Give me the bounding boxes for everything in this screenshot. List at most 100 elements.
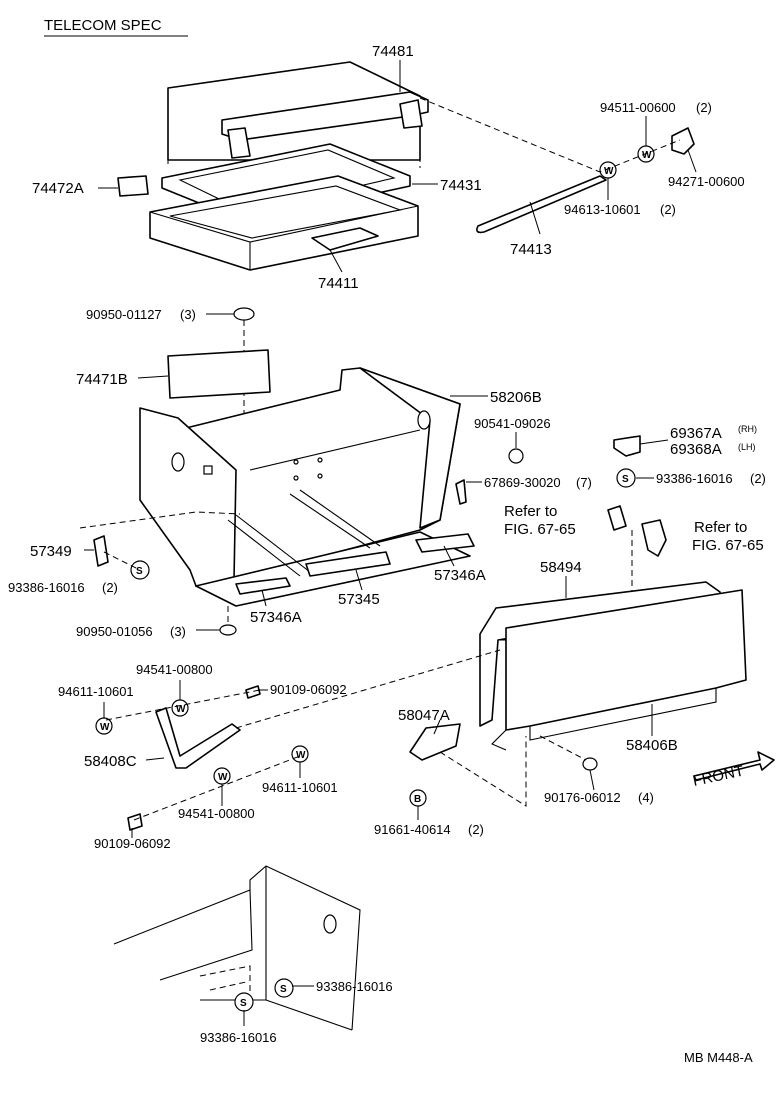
washer-symbol: W [296, 750, 306, 761]
leader-57346A-right [443, 545, 455, 567]
label-74472A: 74472A [32, 180, 84, 197]
leader-94271 [687, 149, 697, 173]
tray-74411 [149, 175, 419, 271]
front-arrow [693, 751, 775, 781]
label-94613-qty: (2) [660, 202, 676, 217]
bracket-69367A [613, 435, 641, 457]
leader-74471B [137, 375, 169, 379]
screw-symbol: S [622, 474, 629, 485]
label-67869: 67869-30020 [484, 475, 561, 490]
label-58206B: 58206B [490, 389, 542, 406]
label-93386b-qty: (2) [102, 580, 118, 595]
bolt-90109-a [245, 685, 261, 699]
label-90541: 90541-09026 [474, 416, 551, 431]
label-94511-qty: (2) [696, 100, 712, 115]
plate-57346A-left [235, 577, 291, 595]
label-74431: 74431 [440, 177, 482, 194]
leader-74413 [529, 201, 541, 235]
screw-93386-a [616, 468, 636, 488]
label-94541b: 94541-00800 [178, 806, 255, 821]
label-69367A-side: (RH) [738, 424, 757, 434]
dash-57349 [103, 551, 141, 571]
label-69368A-side: (LH) [738, 442, 756, 452]
label-69368A: 69368A [670, 441, 722, 458]
bolt-symbol: B [414, 794, 421, 805]
brace-58408C [155, 707, 241, 769]
pad-74472A [117, 175, 149, 197]
leader-58408C [145, 757, 165, 761]
label-93386b: 93386-16016 [8, 580, 85, 595]
rod-74413 [476, 175, 607, 234]
label-91661-qty: (2) [468, 822, 484, 837]
label-74413: 74413 [510, 241, 552, 258]
bracket-57349 [93, 535, 109, 567]
screw-67869 [455, 479, 467, 505]
washer-symbol: W [604, 166, 614, 177]
label-93386a-qty: (2) [750, 471, 766, 486]
label-93386c: 93386-16016 [316, 979, 393, 994]
label-58406B: 58406B [626, 737, 678, 754]
label-90109b: 90109-06092 [94, 836, 171, 851]
leader-57346A-left [261, 589, 267, 607]
spec-title: TELECOM SPEC [44, 17, 162, 34]
inset-box-detail [113, 865, 361, 1031]
label-93386a: 93386-16016 [656, 471, 733, 486]
label-74411: 74411 [318, 275, 359, 292]
bolt-90109-b [127, 813, 143, 831]
latch-part [607, 505, 627, 531]
label-94541a: 94541-00800 [136, 662, 213, 677]
box-lid-74481 [167, 61, 429, 168]
front-label: FRONT [691, 763, 745, 790]
label-58047A: 58047A [398, 707, 450, 724]
dash-bolt-a [105, 689, 261, 721]
plate-57346A-right [415, 533, 475, 553]
leader-90176 [589, 769, 595, 791]
washer-symbol: W [176, 704, 186, 715]
washer-symbol: W [218, 772, 228, 783]
screw-symbol: S [136, 566, 143, 577]
label-74481: 74481 [372, 43, 414, 60]
leader-74411 [329, 249, 343, 273]
label-94611a: 94611-10601 [58, 684, 134, 699]
label-67869-qty: (7) [576, 475, 592, 490]
dash-brace [235, 649, 501, 729]
label-57346A-left: 57346A [250, 609, 302, 626]
label-90176-qty: (4) [638, 790, 654, 805]
label-91661: 91661-40614 [374, 822, 451, 837]
label-90950b: 90950-01056 [76, 624, 153, 639]
cap-90950-01127 [233, 307, 255, 321]
washer-symbol: W [642, 150, 652, 161]
dash-nut-90176 [539, 735, 587, 761]
label-90950a: 90950-01127 [86, 307, 162, 322]
key-lock-part [641, 519, 667, 557]
washer-symbol: W [100, 722, 110, 733]
leader-58047A [433, 719, 441, 735]
label-57346A-right: 57346A [434, 567, 486, 584]
refer-b-line1: Refer to [694, 519, 747, 536]
label-58494: 58494 [540, 559, 582, 576]
refer-a-line1: Refer to [504, 503, 557, 520]
label-90176: 90176-06012 [544, 790, 621, 805]
screw-symbol: S [280, 984, 287, 995]
leader-69367A [639, 439, 669, 445]
label-58408C: 58408C [84, 753, 137, 770]
label-90950b-qty: (3) [170, 624, 186, 639]
battery-box-58206B [139, 367, 471, 607]
pad-74471B [167, 349, 271, 399]
screw-symbol: S [240, 998, 247, 1009]
label-94511: 94511-00600 [600, 100, 676, 115]
nut-90541 [508, 448, 524, 464]
refer-b-line2: FIG. 67-65 [692, 537, 764, 554]
refer-a-line2: FIG. 67-65 [504, 521, 576, 538]
dash-58047A [439, 736, 527, 807]
label-94271: 94271-00600 [668, 174, 745, 189]
label-93386d: 93386-16016 [200, 1030, 277, 1045]
label-74471B: 74471B [76, 371, 128, 388]
assembly-line [419, 97, 681, 173]
label-57345: 57345 [338, 591, 380, 608]
label-94611b: 94611-10601 [262, 780, 338, 795]
leader-57345 [355, 569, 363, 591]
bracket-58047A [409, 723, 461, 761]
footer-code: MB M448-A [684, 1050, 753, 1065]
